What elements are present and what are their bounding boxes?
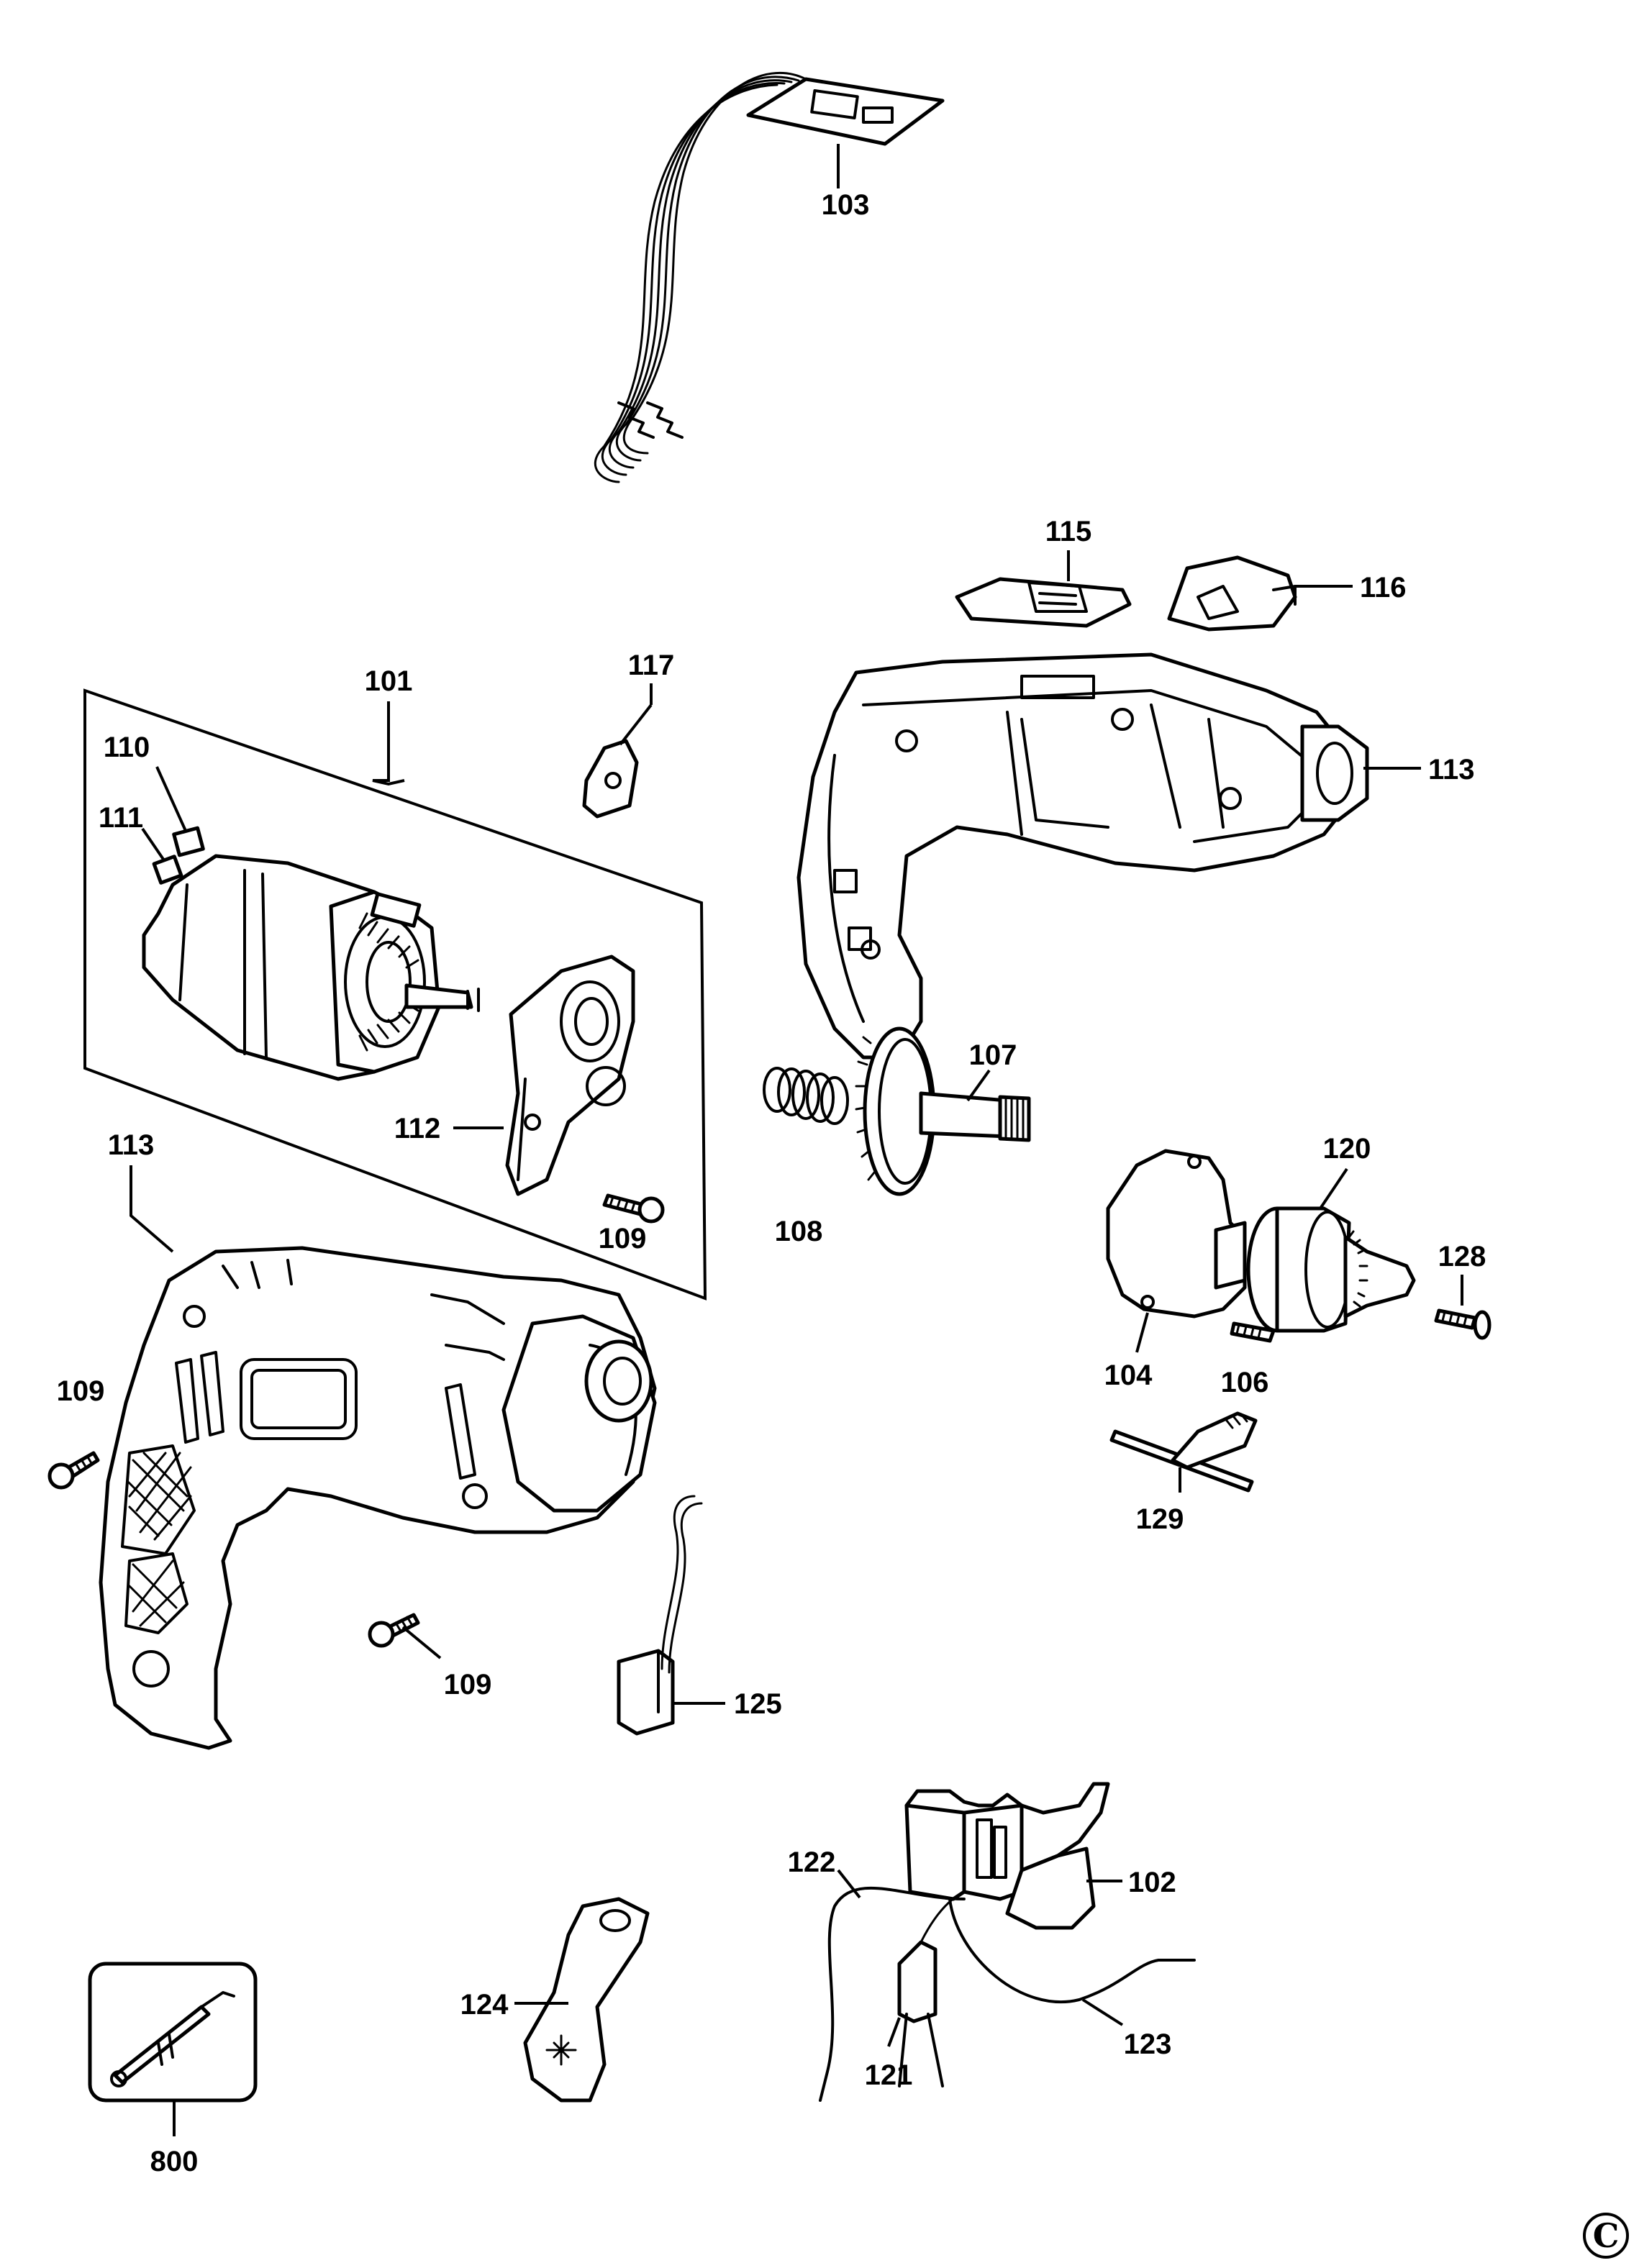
callout-113-right: 113 xyxy=(1428,754,1475,785)
part-109-screw-bottom xyxy=(368,1613,420,1648)
leader-123 xyxy=(1081,1998,1124,2026)
part-120-chuck xyxy=(1246,1206,1416,1333)
callout-113-left: 113 xyxy=(108,1129,155,1161)
part-123-wire xyxy=(948,1898,1196,2004)
callout-117: 117 xyxy=(628,650,675,681)
part-103-circuit-board xyxy=(594,71,945,483)
part-113-housing-left xyxy=(99,1246,657,1750)
callout-112: 112 xyxy=(394,1113,441,1144)
part-106-screw xyxy=(1230,1321,1276,1343)
part-115-slider xyxy=(955,577,1132,628)
leader-113-left xyxy=(130,1165,174,1253)
part-129-chuck-key xyxy=(1109,1411,1258,1493)
callout-108: 108 xyxy=(775,1216,823,1247)
callout-122: 122 xyxy=(788,1846,836,1878)
callout-109-left: 109 xyxy=(57,1375,105,1407)
part-112-end-bracket xyxy=(505,955,635,1196)
callout-115: 115 xyxy=(1045,516,1092,547)
part-128-screw xyxy=(1434,1308,1492,1340)
callout-107: 107 xyxy=(969,1039,1017,1071)
callout-124: 124 xyxy=(460,1989,509,2021)
callout-128: 128 xyxy=(1438,1241,1486,1272)
leader-109-bottom xyxy=(401,1626,442,1659)
part-113-housing-half-right xyxy=(796,652,1369,1060)
callout-129: 129 xyxy=(1136,1503,1184,1535)
leader-121 xyxy=(887,2017,901,2047)
part-101-armature xyxy=(142,854,480,1081)
leader-111 xyxy=(141,827,165,862)
leader-110 xyxy=(155,766,187,832)
part-107-gear-shaft xyxy=(855,1026,1031,1196)
leader-101 xyxy=(372,701,405,786)
part-124-side-handle xyxy=(523,1897,650,2103)
callout-109-bottom: 109 xyxy=(444,1669,492,1700)
part-104-gear-housing xyxy=(1106,1149,1247,1319)
part-117-clip xyxy=(582,739,639,819)
part-108-spring xyxy=(763,1067,849,1125)
callout-111: 111 xyxy=(99,802,143,834)
callout-106: 106 xyxy=(1221,1367,1269,1398)
part-122-wire xyxy=(819,1886,966,2102)
callout-101: 101 xyxy=(365,665,413,697)
callout-104: 104 xyxy=(1104,1360,1153,1391)
leader-117b xyxy=(619,703,653,746)
callout-109-center: 109 xyxy=(599,1223,647,1254)
callout-116: 116 xyxy=(1360,572,1407,604)
callout-102: 102 xyxy=(1128,1867,1176,1898)
copyright-mark: C xyxy=(1593,2216,1620,2255)
part-121-power-cord xyxy=(897,1890,966,2087)
part-125-brush xyxy=(617,1495,703,1736)
callout-120: 120 xyxy=(1323,1133,1371,1165)
part-110-brush-holder xyxy=(172,826,205,857)
callout-125: 125 xyxy=(734,1688,782,1720)
leader-120 xyxy=(1319,1167,1348,1210)
leader-107 xyxy=(966,1069,991,1102)
leader-104 xyxy=(1135,1312,1149,1353)
part-116-button-cap xyxy=(1167,555,1297,632)
part-109-screw-center xyxy=(602,1193,665,1224)
part-800-accessory-box xyxy=(88,1962,258,2103)
copyright-circle xyxy=(1583,2213,1629,2259)
callout-103: 103 xyxy=(822,189,870,221)
callout-123: 123 xyxy=(1124,2028,1172,2060)
part-102-switch xyxy=(904,1782,1110,1930)
part-109-screw-left xyxy=(47,1451,100,1490)
callout-121: 121 xyxy=(865,2059,913,2091)
leader-122 xyxy=(837,1869,861,1899)
callout-110: 110 xyxy=(104,732,150,763)
callout-800: 800 xyxy=(150,2146,199,2177)
